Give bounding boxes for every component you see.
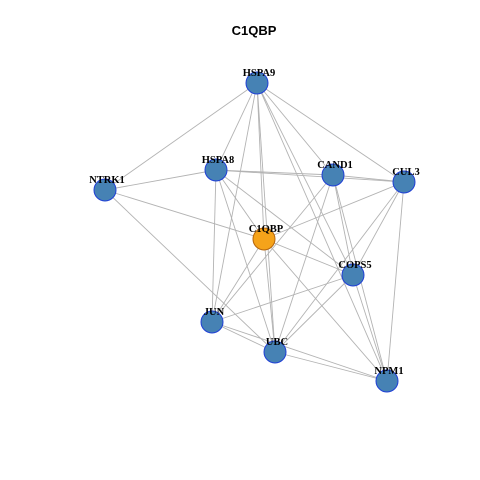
node-label-c1qbp: C1QBP	[249, 224, 284, 235]
node-hspa9	[245, 71, 269, 95]
edge-c1qbp-cops5	[263, 238, 354, 276]
edge-cand1-ubc	[274, 174, 334, 353]
edge-hspa9-npm1	[256, 82, 388, 382]
node-label-jun: JUN	[204, 307, 225, 318]
edge-ntrk1-ubc	[104, 189, 276, 353]
node-cops5	[341, 263, 365, 287]
edge-hspa9-ubc	[256, 82, 276, 353]
edge-cand1-cops5	[332, 174, 354, 276]
edge-hspa9-c1qbp	[256, 82, 265, 240]
node-ubc	[263, 340, 287, 364]
node-label-npm1: NPM1	[374, 366, 403, 377]
node-label-hspa9: HSPA9	[243, 68, 275, 79]
edge-cul3-cops5	[352, 181, 405, 276]
node-c1qbp	[252, 227, 276, 251]
edge-hspa8-c1qbp	[215, 169, 265, 240]
node-cand1	[321, 163, 345, 187]
edge-hspa8-cops5	[215, 169, 354, 276]
edge-hspa9-ntrk1	[104, 82, 258, 191]
edge-hspa8-cul3	[215, 169, 405, 183]
node-label-cand1: CAND1	[317, 160, 353, 171]
edge-hspa9-cand1	[256, 82, 334, 176]
edge-ubc-npm1	[274, 351, 388, 382]
edge-hspa9-hspa8	[215, 82, 258, 171]
node-label-hspa8: HSPA8	[202, 155, 234, 166]
edge-ntrk1-hspa8	[104, 169, 217, 191]
edge-cul3-ubc	[274, 181, 405, 353]
diagram-title: C1QBP	[232, 23, 277, 38]
edge-c1qbp-ubc	[263, 238, 276, 353]
edge-layer	[104, 82, 405, 382]
node-cul3	[392, 170, 416, 194]
node-label-ntrk1: NTRK1	[89, 175, 125, 186]
edge-cops5-npm1	[352, 274, 388, 382]
edge-c1qbp-npm1	[263, 238, 388, 382]
edge-hspa8-jun	[211, 169, 217, 323]
edge-cul3-c1qbp	[263, 181, 405, 240]
node-label-cul3: CUL3	[392, 167, 419, 178]
node-layer	[93, 71, 416, 393]
edge-jun-npm1	[211, 321, 388, 382]
node-npm1	[375, 369, 399, 393]
edge-cand1-cul3	[332, 174, 405, 183]
node-ntrk1	[93, 178, 117, 202]
edge-jun-ubc	[211, 321, 276, 353]
edge-hspa9-jun	[211, 82, 258, 323]
edge-hspa9-cops5	[256, 82, 354, 276]
edge-cul3-npm1	[386, 181, 405, 382]
edge-hspa8-ubc	[215, 169, 276, 353]
edge-hspa9-cul3	[256, 82, 405, 183]
edge-c1qbp-jun	[211, 238, 265, 323]
node-jun	[200, 310, 224, 334]
edge-ntrk1-c1qbp	[104, 189, 265, 240]
node-label-ubc: UBC	[266, 337, 288, 348]
edge-cops5-jun	[211, 274, 354, 323]
edge-cops5-ubc	[274, 274, 354, 353]
node-hspa8	[204, 158, 228, 182]
node-label-cops5: COPS5	[338, 260, 371, 271]
